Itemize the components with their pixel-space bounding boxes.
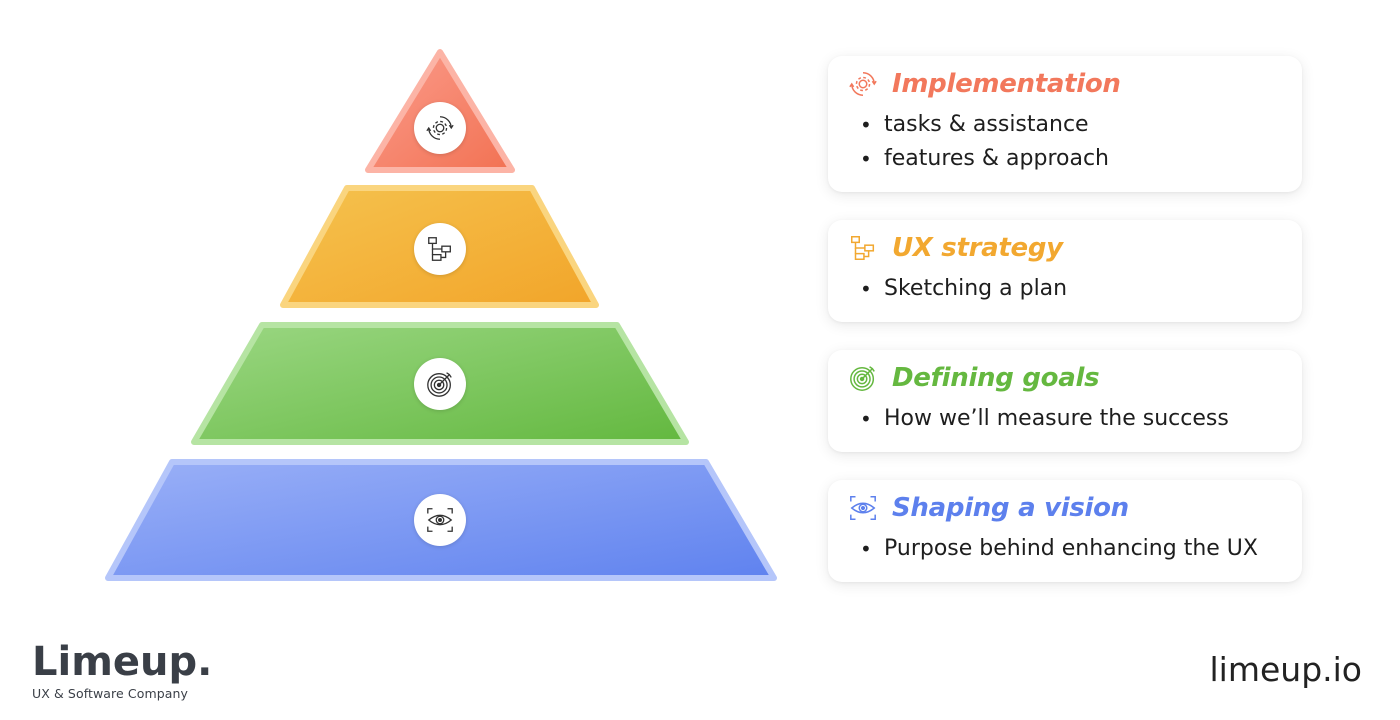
list-item: features & approach (848, 142, 1282, 176)
bullet-list: How we’ll measure the success (848, 402, 1282, 436)
eye-scan-icon (427, 508, 453, 532)
card-header: Implementation (848, 66, 1282, 102)
card-implementation: Implementation tasks & assistance featur… (828, 56, 1302, 192)
card-header: Shaping a vision (848, 490, 1282, 526)
card-ux-strategy: UX strategy Sketching a plan (828, 220, 1302, 322)
flowchart-icon (851, 236, 875, 260)
target-icon (427, 372, 452, 397)
gear-cycle-icon (426, 116, 454, 140)
pyramid-icon-ux-strategy (414, 223, 466, 275)
list-item: How we’ll measure the success (848, 402, 1282, 436)
list-item: tasks & assistance (848, 108, 1282, 142)
brand-name: Limeup. (32, 639, 213, 685)
bullet-list: Purpose behind enhancing the UX (848, 532, 1282, 566)
card-header: UX strategy (848, 230, 1282, 266)
card-title: Implementation (892, 69, 1121, 99)
card-title: Defining goals (892, 363, 1100, 393)
card-title: Shaping a vision (892, 493, 1129, 523)
eye-scan-icon (850, 496, 876, 520)
pyramid-diagram (105, 49, 777, 581)
pyramid-icon-shaping-vision (414, 494, 466, 546)
website-url: limeup.io (1209, 650, 1363, 689)
pyramid-icon-defining-goals (414, 358, 466, 410)
pyramid-icon-implementation (414, 102, 466, 154)
list-item: Sketching a plan (848, 272, 1282, 306)
target-icon (850, 366, 875, 391)
brand-logo: Limeup. UX & Software Company (32, 640, 212, 701)
card-shaping-vision: Shaping a vision Purpose behind enhancin… (828, 480, 1302, 582)
card-header: Defining goals (848, 360, 1282, 396)
card-title: UX strategy (892, 233, 1063, 263)
bullet-list: Sketching a plan (848, 272, 1282, 306)
bullet-list: tasks & assistance features & approach (848, 108, 1282, 176)
gear-cycle-icon (849, 72, 877, 96)
flowchart-icon (428, 237, 451, 261)
card-defining-goals: Defining goals How we’ll measure the suc… (828, 350, 1302, 452)
brand-tagline: UX & Software Company (32, 686, 189, 701)
list-item: Purpose behind enhancing the UX (848, 532, 1282, 566)
